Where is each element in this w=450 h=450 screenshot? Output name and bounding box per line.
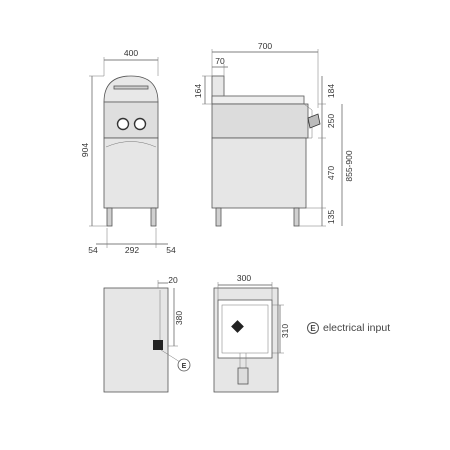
top-view: 300 310 <box>213 273 290 393</box>
side-top-offset-label: 70 <box>215 56 225 66</box>
front-leg-right <box>150 207 157 227</box>
legend-marker-icon: E <box>307 322 319 334</box>
side-panel <box>211 103 309 139</box>
knob-left-icon <box>116 117 130 131</box>
front-handle <box>113 85 149 90</box>
side-adjustable-height-label: 855-900 <box>344 150 354 181</box>
front-cabinet <box>103 137 159 209</box>
rear-view: 20 380 E <box>103 275 191 393</box>
rear-inset-label: 20 <box>168 275 178 285</box>
drain-icon <box>231 320 244 333</box>
electrical-connector-icon <box>153 340 163 350</box>
basin-depth-label: 310 <box>280 324 290 338</box>
side-leg-right <box>293 207 300 227</box>
rear-connection-height-label: 380 <box>174 311 184 325</box>
front-height-label: 904 <box>80 143 90 157</box>
side-panel-height-label: 250 <box>326 114 336 128</box>
front-right-offset-label: 54 <box>166 245 176 255</box>
front-leg-span-label: 292 <box>125 245 139 255</box>
legend-label: electrical input <box>323 322 391 334</box>
front-left-offset-label: 54 <box>88 245 98 255</box>
side-top-height-label: 164 <box>193 84 203 98</box>
rear-marker-letter: E <box>182 363 187 370</box>
side-knob-icon <box>307 113 321 129</box>
side-depth-label: 700 <box>258 41 272 51</box>
knob-right-icon <box>133 117 147 131</box>
rear-marker-circle-icon <box>177 358 191 372</box>
side-cabinet <box>211 137 307 209</box>
basin-outer <box>217 299 273 359</box>
side-cabinet-height-label: 470 <box>326 166 336 180</box>
side-view: 700 70 164 184 250 470 135 855-900 <box>193 41 354 227</box>
basin-inner <box>221 304 269 354</box>
basket-handle <box>237 367 249 385</box>
legend: E electrical input <box>307 322 390 334</box>
side-top-surface <box>211 95 305 105</box>
front-leg-left <box>106 207 113 227</box>
side-leg-height-label: 135 <box>326 210 336 224</box>
basin-width-label: 300 <box>237 273 251 283</box>
side-leg-left <box>215 207 222 227</box>
front-width-label: 400 <box>124 48 138 58</box>
front-view: 400 904 54 292 54 <box>80 48 176 255</box>
front-control-panel <box>103 101 159 139</box>
side-right-top-label: 184 <box>326 84 336 98</box>
